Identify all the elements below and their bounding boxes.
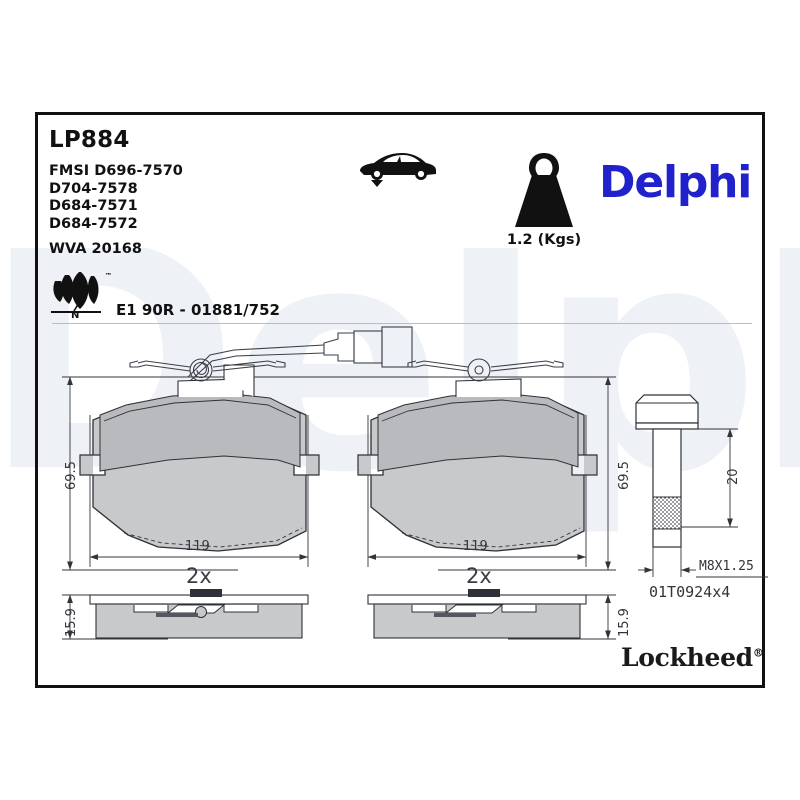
header-divider <box>52 323 752 324</box>
left-pad-thickness-label: 15.9 <box>64 608 79 637</box>
left-pad-width-dimension <box>89 415 309 567</box>
eco-mark-letter: N <box>71 310 80 321</box>
bolt-part-number-label: 01T0924x4 <box>649 583 731 601</box>
left-pad-friction-material <box>99 392 301 472</box>
right-pad-height-label: 69.5 <box>617 461 632 490</box>
right-pad-width-dimension <box>367 415 587 567</box>
drawing-frame: LP884 FMSI D696-7570 D704-7578 D684-7571… <box>35 112 773 691</box>
fmsi-line: FMSI D696-7570 <box>49 163 183 179</box>
left-pad-height-label: 69.5 <box>64 461 79 490</box>
wva-code: WVA 20168 <box>49 241 142 257</box>
ece-approval-code: E1 90R - 01881/752 <box>116 301 280 319</box>
fmsi-line: D684-7572 <box>49 215 138 232</box>
left-pad-retaining-tab <box>177 364 255 397</box>
right-pad-retaining-tab <box>455 378 522 397</box>
left-pad-assembly <box>62 358 368 640</box>
registered-trademark-symbol: ® <box>752 646 764 660</box>
technical-drawing: 69.5 119 15.9 2x 69.5 119 15.9 2x 20 M8X… <box>38 115 773 691</box>
lockheed-wordmark: Lockheed <box>621 643 753 672</box>
delphi-logo: Delphi <box>599 157 752 208</box>
header-block: LP884 FMSI D696-7570 D704-7578 D684-7571… <box>44 119 760 321</box>
right-pad-assembly <box>348 358 616 640</box>
fmsi-line: D704-7578 <box>49 180 138 197</box>
car-front-axle-icon <box>354 149 440 189</box>
right-pad-side-profile <box>367 589 616 640</box>
right-pad-friction-material <box>377 392 579 472</box>
left-pad-side-profile <box>62 589 309 640</box>
lockheed-logo: Lockheed® <box>621 643 764 672</box>
right-pad-width-label: 119 <box>463 539 488 554</box>
right-pad-spring-clip <box>467 358 491 382</box>
right-pad-thickness-label: 15.9 <box>617 608 632 637</box>
right-pad-height-dimension <box>348 376 616 571</box>
left-pad-height-dimension <box>62 376 368 571</box>
left-pad-width-label: 119 <box>185 539 210 554</box>
left-pad-quantity-label: 2x <box>186 564 212 588</box>
right-pad-quantity-label: 2x <box>466 564 492 588</box>
leaf-icon: ™ N <box>49 271 112 327</box>
weight-label: 1.2 (Kgs) <box>506 232 582 248</box>
right-pad-pin-arms <box>407 360 564 372</box>
bolt-thread-spec-label: M8X1.25 <box>699 559 754 574</box>
wear-sensor-wire <box>187 326 413 382</box>
bolt-detail <box>635 394 773 578</box>
weight-icon <box>499 149 589 239</box>
fmsi-reference-list: FMSI D696-7570 D704-7578 D684-7571 D684-… <box>49 163 183 233</box>
trademark-symbol: ™ <box>105 272 112 280</box>
left-pad-spring-clip <box>189 358 213 382</box>
bolt-length-label: 20 <box>726 468 741 485</box>
fmsi-line: D684-7571 <box>49 198 138 214</box>
left-pad-pin-arms <box>129 360 286 372</box>
page-title: LP884 <box>49 127 130 153</box>
